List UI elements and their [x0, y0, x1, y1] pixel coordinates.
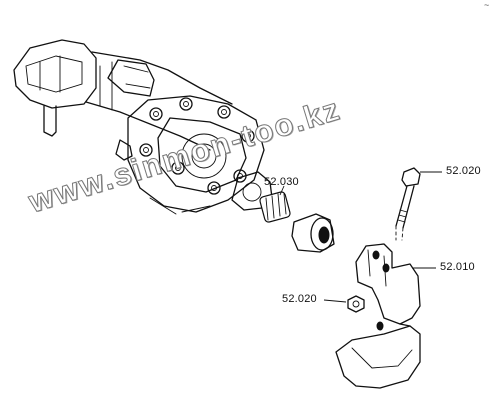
label-nut: 52.020 [282, 293, 317, 305]
axle-housing [13, 39, 273, 215]
label-bracket: 52.010 [440, 261, 475, 273]
hex-nut [347, 295, 365, 313]
mounting-bracket [335, 243, 421, 389]
rubber-bushing [291, 213, 335, 253]
corner-mark: ~ [484, 0, 490, 10]
label-bolt: 52.020 [446, 165, 481, 177]
mounting-bolt [395, 167, 421, 241]
pinion-gear [259, 191, 291, 223]
label-pinion: 52.030 [264, 176, 299, 188]
